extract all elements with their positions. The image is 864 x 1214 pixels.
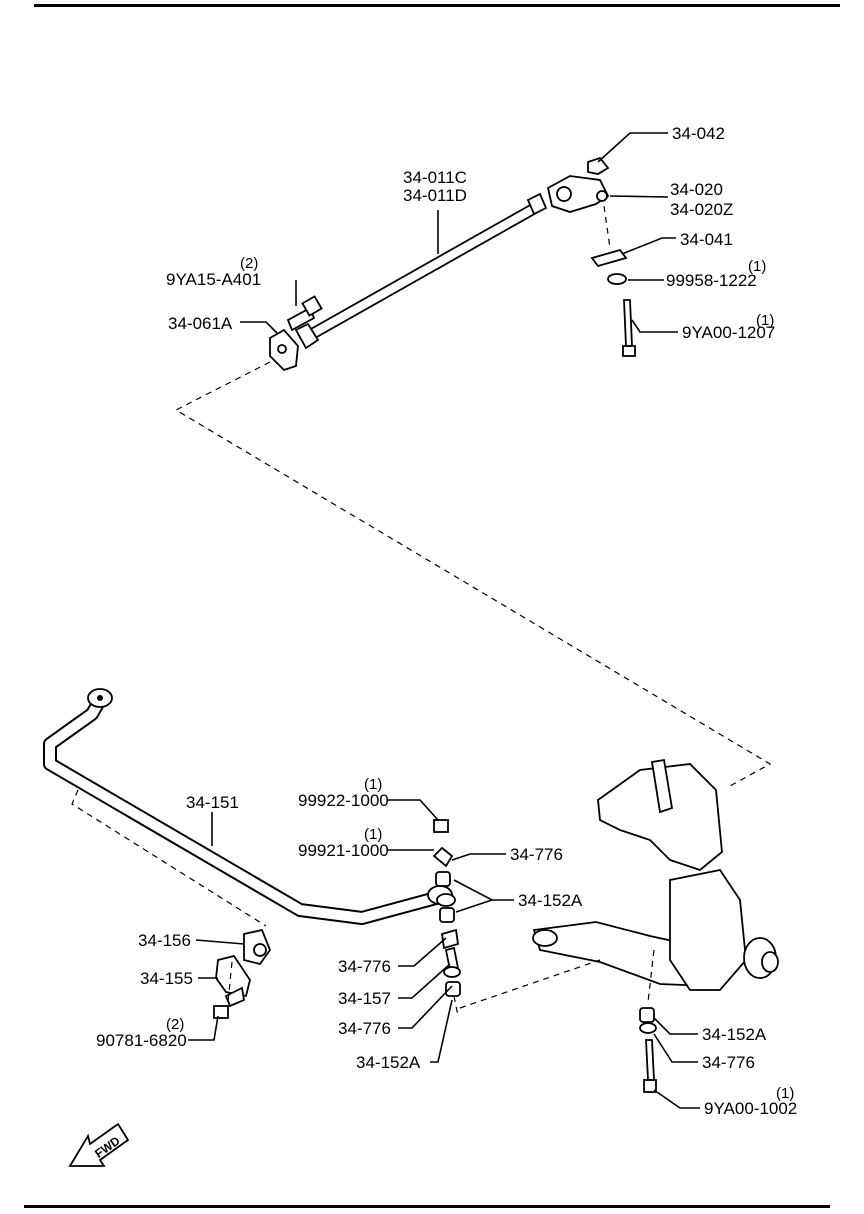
label-99921-1000: 99921-1000 [298, 841, 389, 860]
label-34-041: 34-041 [680, 230, 733, 249]
label-34-156: 34-156 [138, 931, 191, 950]
qty-9ya00-1002: (1) [776, 1085, 794, 1102]
suspension-knuckle [459, 758, 779, 1093]
label-34-152a-right: 34-152A [702, 1025, 767, 1044]
label-34-157: 34-157 [338, 989, 391, 1008]
label-34-020z: 34-020Z [670, 200, 733, 219]
part-labels: 34-042 34-011C 34-011D 34-020 34-020Z 34… [96, 124, 797, 1118]
label-34-776-top: 34-776 [510, 845, 563, 864]
label-34-042: 34-042 [672, 124, 725, 143]
label-34-011c: 34-011C [403, 168, 467, 187]
stabilizer-bar [43, 688, 453, 927]
qty-9ya00-1207: (1) [756, 312, 774, 329]
qty-90781: (2) [166, 1016, 184, 1033]
label-34-061a: 34-061A [168, 314, 233, 333]
label-34-151: 34-151 [186, 793, 239, 812]
leader-lines [188, 132, 700, 1109]
label-34-152a-low: 34-152A [356, 1053, 421, 1072]
label-34-776-low: 34-776 [338, 1019, 391, 1038]
bottom-border [24, 1205, 830, 1208]
label-34-776-mid: 34-776 [338, 957, 391, 976]
label-34-152a-top: 34-152A [518, 891, 583, 910]
label-34-776-right: 34-776 [702, 1053, 755, 1072]
qty-99922: (1) [364, 776, 382, 793]
label-99958-1222: 99958-1222 [666, 271, 757, 290]
top-border [34, 4, 840, 7]
bushing-assembly [213, 928, 272, 1019]
label-9ya00-1207: 9YA00-1207 [682, 323, 775, 342]
qty-9ya15: (2) [240, 255, 258, 272]
label-34-155: 34-155 [140, 969, 193, 988]
label-34-011d: 34-011D [403, 186, 467, 205]
label-9ya00-1002: 9YA00-1002 [704, 1099, 797, 1118]
label-90781-6820: 90781-6820 [96, 1031, 187, 1050]
qty-99921: (1) [364, 826, 382, 843]
label-99922-1000: 99922-1000 [298, 791, 389, 810]
link-stack [432, 819, 461, 1017]
fwd-arrow-icon: FWD [68, 1122, 130, 1167]
qty-99958: (1) [748, 258, 766, 275]
link-rod-assembly [174, 156, 772, 787]
label-9ya15-a401: 9YA15-A401 [166, 270, 261, 289]
label-34-020: 34-020 [670, 180, 723, 199]
